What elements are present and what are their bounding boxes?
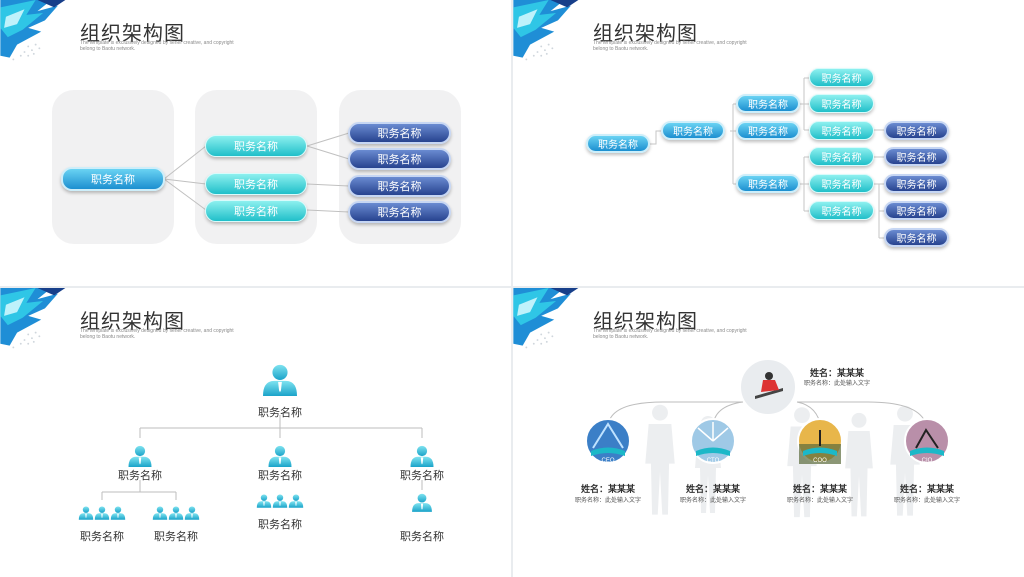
org-node-level3[interactable]: 职务名称 (809, 174, 874, 193)
org-node-level4[interactable]: 职务名称 (884, 147, 949, 166)
org-label-bottom: 职务名称 (80, 531, 124, 543)
org-node-mid[interactable]: 职务名称 (205, 135, 307, 157)
org-node-root[interactable]: 职务名称 (586, 134, 650, 153)
member-name: 姓名：某某某 (685, 484, 741, 494)
connector-lines (163, 132, 350, 213)
role-badge: CIO (921, 458, 933, 464)
slide-title: 组织架构图 (80, 21, 185, 45)
member-desc: 职务名称：此处输入文字 (574, 498, 642, 504)
slide-title: 组织架构图 (593, 309, 698, 333)
member-photo (585, 418, 631, 464)
connector-lines (650, 77, 884, 239)
org-node-level3[interactable]: 职务名称 (809, 68, 874, 87)
person-icon (78, 505, 94, 520)
slide-2[interactable]: 组织架构图 The template is exclusively design… (513, 0, 1024, 286)
org-node-mid[interactable]: 职务名称 (205, 173, 307, 195)
member-name: 姓名：某某某 (580, 484, 636, 494)
org-node-mid[interactable]: 职务名称 (205, 200, 307, 222)
slide-title: 组织架构图 (80, 309, 185, 333)
org-label-bottom: 职务名称 (400, 531, 444, 543)
org-node-level2[interactable]: 职务名称 (736, 121, 800, 140)
slide-subtitle: The template is exclusively designed by … (593, 40, 747, 52)
org-node-level3[interactable]: 职务名称 (809, 147, 874, 166)
org-node-level2[interactable]: 职务名称 (736, 174, 800, 193)
person-icon (184, 505, 200, 520)
slide-3[interactable]: 组织架构图 The template is exclusively design… (0, 288, 511, 577)
person-icon (272, 493, 288, 508)
member-name: 姓名：某某某 (792, 484, 848, 494)
slide-subtitle: The template is exclusively designed by … (593, 328, 747, 340)
member-name: 姓名：某某某 (899, 484, 955, 494)
role-badge: CTO (706, 458, 720, 464)
org-label-mid: 职务名称 (258, 470, 302, 482)
org-label-top: 职务名称 (258, 407, 302, 419)
leader-desc: 职务名称：此处输入文字 (803, 381, 871, 387)
slide-title: 组织架构图 (593, 21, 698, 45)
person-icon (256, 493, 272, 508)
org-node-level4[interactable]: 职务名称 (884, 174, 949, 193)
member-photo (797, 418, 843, 464)
person-icon (152, 505, 168, 520)
leader-name: 姓名：某某某 (809, 368, 865, 378)
org-node-level3[interactable]: 职务名称 (809, 94, 874, 113)
person-icon (110, 505, 126, 520)
connector-lines (101, 415, 423, 500)
org-label-bottom: 职务名称 (154, 531, 198, 543)
member-photo (690, 418, 736, 464)
org-label-mid: 职务名称 (118, 470, 162, 482)
slide-4[interactable]: 组织架构图 The template is exclusively design… (513, 288, 1024, 577)
org-node-level4[interactable]: 职务名称 (884, 121, 949, 140)
member-desc: 职务名称：此处输入文字 (786, 498, 854, 504)
member-desc: 职务名称：此处输入文字 (679, 498, 747, 504)
org-node-level1[interactable]: 职务名称 (661, 121, 725, 140)
member-photo (904, 418, 950, 464)
org-node-level3[interactable]: 职务名称 (809, 201, 874, 220)
slide-1[interactable]: 组织架构图 The template is exclusively design… (0, 0, 511, 286)
leader-photo (739, 358, 797, 416)
person-icon (288, 493, 304, 508)
org-label-bottom: 职务名称 (258, 519, 302, 531)
org-node-leaf[interactable]: 职务名称 (348, 122, 451, 144)
slide-subtitle: The template is exclusively designed by … (80, 40, 234, 52)
role-badge: CEO (601, 458, 615, 464)
org-node-level4[interactable]: 职务名称 (884, 201, 949, 220)
org-node-leaf[interactable]: 职务名称 (348, 175, 451, 197)
org-label-mid: 职务名称 (400, 470, 444, 482)
org-node-leaf[interactable]: 职务名称 (348, 148, 451, 170)
person-icon (127, 444, 153, 467)
slide-subtitle: The template is exclusively designed by … (80, 328, 234, 340)
person-icon (411, 492, 433, 512)
role-badge: COO (813, 458, 827, 464)
org-node-root[interactable]: 职务名称 (61, 167, 165, 191)
person-icon (261, 362, 299, 396)
person-icon (168, 505, 184, 520)
org-node-level2[interactable]: 职务名称 (736, 94, 800, 113)
org-node-level4[interactable]: 职务名称 (884, 228, 949, 247)
person-icon (94, 505, 110, 520)
member-desc: 职务名称：此处输入文字 (893, 498, 961, 504)
org-node-leaf[interactable]: 职务名称 (348, 201, 451, 223)
person-icon (267, 444, 293, 467)
person-icon (409, 444, 435, 467)
org-node-level3[interactable]: 职务名称 (809, 121, 874, 140)
